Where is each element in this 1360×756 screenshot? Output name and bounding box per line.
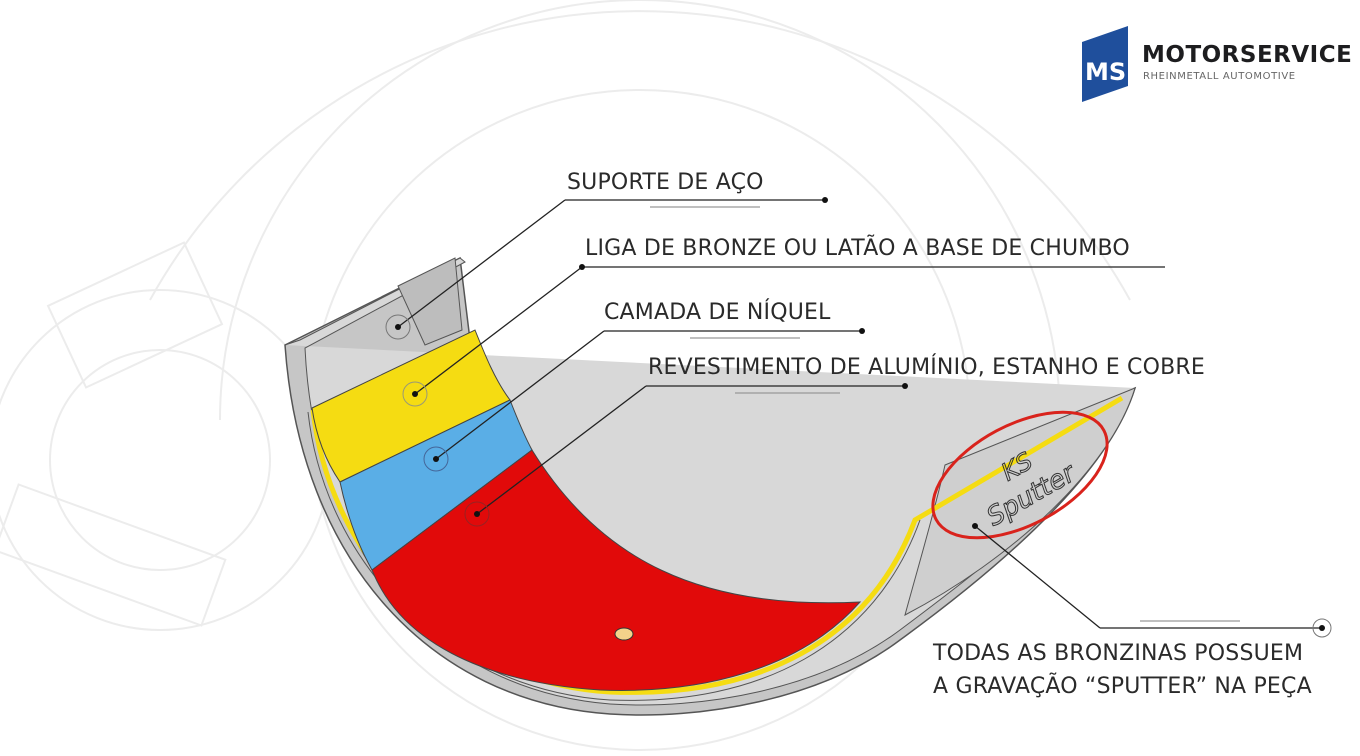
label-steel-backing: SUPORTE DE AÇO [567, 170, 764, 195]
note-line-2: A GRAVAÇÃO “SPUTTER” NA PEÇA [933, 674, 1312, 699]
callouts [397, 199, 1322, 629]
callout-dots [385, 197, 1332, 638]
label-bronze-alloy: LIGA DE BRONZE OU LATÃO A BASE DE CHUMBO [585, 236, 1130, 261]
logo-subtitle: RHEINMETALL AUTOMOTIVE [1143, 71, 1296, 82]
svg-text:MS: MS [1085, 58, 1126, 86]
note-line-1: TODAS AS BRONZINAS POSSUEM [933, 641, 1304, 666]
layer-coating [371, 449, 862, 691]
highlight-ellipse [931, 410, 1109, 540]
logo-name: MOTORSERVICE [1142, 42, 1353, 68]
label-nickel-layer: CAMADA DE NÍQUEL [604, 300, 831, 325]
oil-hole [614, 627, 634, 641]
motorservice-logo-mark: MS [1082, 26, 1128, 102]
steel-notch [397, 257, 463, 346]
label-coating: REVESTIMENTO DE ALUMÍNIO, ESTANHO E COBR… [648, 355, 1205, 380]
